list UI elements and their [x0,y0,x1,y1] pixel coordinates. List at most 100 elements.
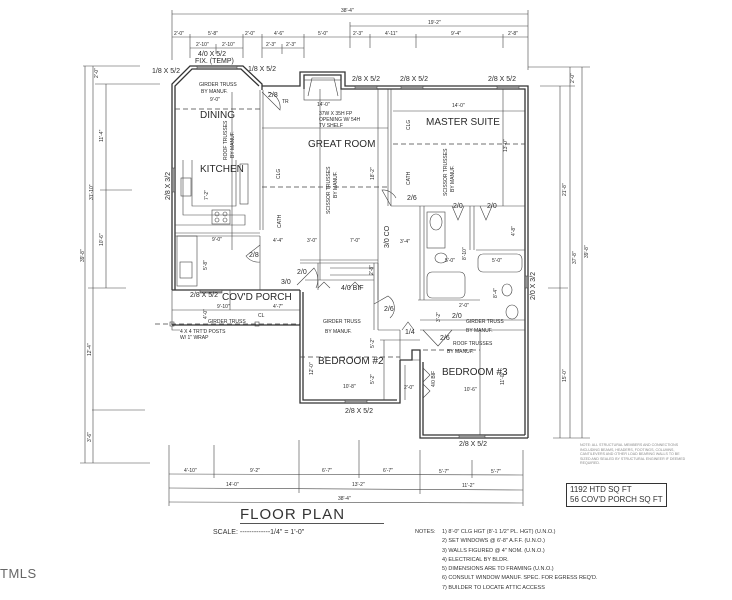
mls-watermark: TMLS [0,566,37,581]
room-great-room: GREAT ROOM [308,139,375,150]
structural-note: NOTE: ALL STRUCTURAL MEMBERS AND CONNECT… [580,443,686,466]
label-fireplace: 37W X 35H FP [319,111,353,117]
dim-top-overall: 38'-4" [341,8,354,14]
dim-right: 21'-8" [562,183,568,196]
dim-top: 2'-3" [353,31,363,37]
note-item: 4) ELECTRICAL BY BLDR. [442,556,509,563]
heated-area: 1192 HTD SQ FT [570,485,632,494]
dim-left-mid: 31'-10" [89,184,95,200]
dim-top: 5'-0" [318,31,328,37]
label-b3-dim: 2'-0" [404,385,414,391]
label-b2-dim: 5'-2" [370,374,376,384]
label-window: 2/8 X 5/2 [488,76,516,83]
dim-top-sub: 2'-3" [286,42,296,48]
label-clg: CLG [276,169,282,179]
label-b3-height: 11'-0" [500,372,506,385]
label-by-manuf: BY MANUF. [447,349,474,355]
label-bay-note: FIX. (TEMP) [195,58,234,65]
label-porch-window: 2/8 X 5/2 [190,292,218,299]
label-clg: CLG [406,120,412,130]
label-porch-h: 4'-0" [203,309,209,319]
label-door: 2/0 [487,203,497,210]
dim-top: 2'-8" [508,31,518,37]
bifold-hall [317,281,362,289]
label-bath-h2: 8'-4" [493,288,499,298]
label-scissor: SCISSOR TRUSSES [326,166,332,214]
window-bath [524,275,529,289]
dim-top: 2'-0" [245,31,255,37]
dim-top: 4'-11" [385,31,398,37]
label-bath-dim: 5'-0" [445,258,455,264]
label-by-manuf: BY MANUF. [230,131,236,158]
label-by-manuf: BY MANUF. [466,328,493,334]
dim-right-outer: 39'-8" [584,245,590,258]
label-door: 2/6 [407,195,417,202]
drawing-scale: SCALE: -------------1/4" = 1'-0" [213,529,304,536]
door-2-8-laundry [245,244,261,263]
door-swings [245,91,493,399]
label-door: 3/0 CO [384,225,391,248]
dim-top: 4'-6" [274,31,284,37]
label-window: 2/8 X 5/2 [400,76,428,83]
label-girder: GIRDER TRUSS [199,82,237,88]
dim-bottom: 6'-7" [322,468,332,474]
dim-top-sub: 2'-3" [266,42,276,48]
dim-bottom: 5'-7" [439,469,449,475]
note-item: 6) CONSULT WINDOW MANUF. SPEC. FOR EGRES… [442,575,598,582]
label-dining-dim: 9'-0" [210,97,220,103]
dim-right-mid: 37'-8" [572,251,578,264]
dim-left: 3'-6" [87,432,93,442]
dim-bottom: 6'-7" [383,468,393,474]
room-porch: COV'D PORCH [222,292,292,303]
label-hall-dim: 3'-2" [436,312,442,322]
window-bedroom-3 [458,434,486,439]
label-door: 2/0 [452,313,462,320]
porch-area: 56 COV'D PORCH SQ FT [570,495,663,504]
label-fp-dim: 14'-0" [317,102,330,108]
room-bedroom-2: BEDROOM #2 [318,356,384,367]
label-bifold: 4/0 BIF [431,371,437,387]
label-porch-dim: 9'-10" [217,304,230,310]
label-b2-height: 12'-0" [309,362,315,375]
top-dimension-lines [171,10,529,70]
door-2-8-tr [261,91,281,111]
label-fireplace: OPENING W/ 54H [319,117,361,123]
label-ms-height: 13'-0" [503,139,509,152]
label-window: 2/8 X 5/2 [352,76,380,83]
label-bay-side: 1/8 X 5/2 [152,68,180,75]
dim-top-right-group: 19'-2" [428,20,441,26]
label-posts: 4 X 4 TRT'D POSTS [180,329,226,335]
label-ms-width: 14'-0" [452,103,465,109]
window-great-room [354,85,378,90]
label-girder: GIRDER TRUSS [466,319,504,325]
door-3-0 [296,267,319,289]
door-2-0-bath2 [479,205,493,221]
dim-top: 9'-4" [451,31,461,37]
dim-right: 2'-0" [570,73,576,83]
dim-bottom-2: 14'-0" [226,482,239,488]
window-master-1 [400,85,424,90]
dim-top-sub: 2'-10" [222,42,235,48]
window-bedroom-2 [344,399,368,404]
label-by-manuf: BY MANUF. [325,329,352,335]
room-master-suite: MASTER SUITE [426,117,500,128]
label-b3-window: 2/8 X 5/2 [459,441,487,448]
label-bay-window: 4/0 X 5/2 [198,51,226,58]
dim-top-sub: 2'-10" [196,42,209,48]
door-2-0-bath1 [451,205,465,221]
label-door: 2/0 [297,269,307,276]
door-2-6-bed2 [373,295,395,319]
room-dining: DINING [200,110,235,121]
dim-left: 11'-4" [99,129,105,142]
window-porch [199,289,223,294]
label-roof-trusses: ROOF TRUSSES [223,120,229,160]
label-door: 2/8 [268,92,278,99]
post-marker [254,321,260,327]
right-dimension-lines [528,66,590,439]
label-bath-dim: 5'-0" [492,258,502,264]
door-2-6-master [381,189,397,207]
note-item: 2) SET WINDOWS @ 6'-8" A.F.F. (U.N.O.) [442,538,545,545]
label-bath-window: 2/0 X 3/2 [530,272,537,300]
label-laundry-dim: 9'-0" [212,237,222,243]
